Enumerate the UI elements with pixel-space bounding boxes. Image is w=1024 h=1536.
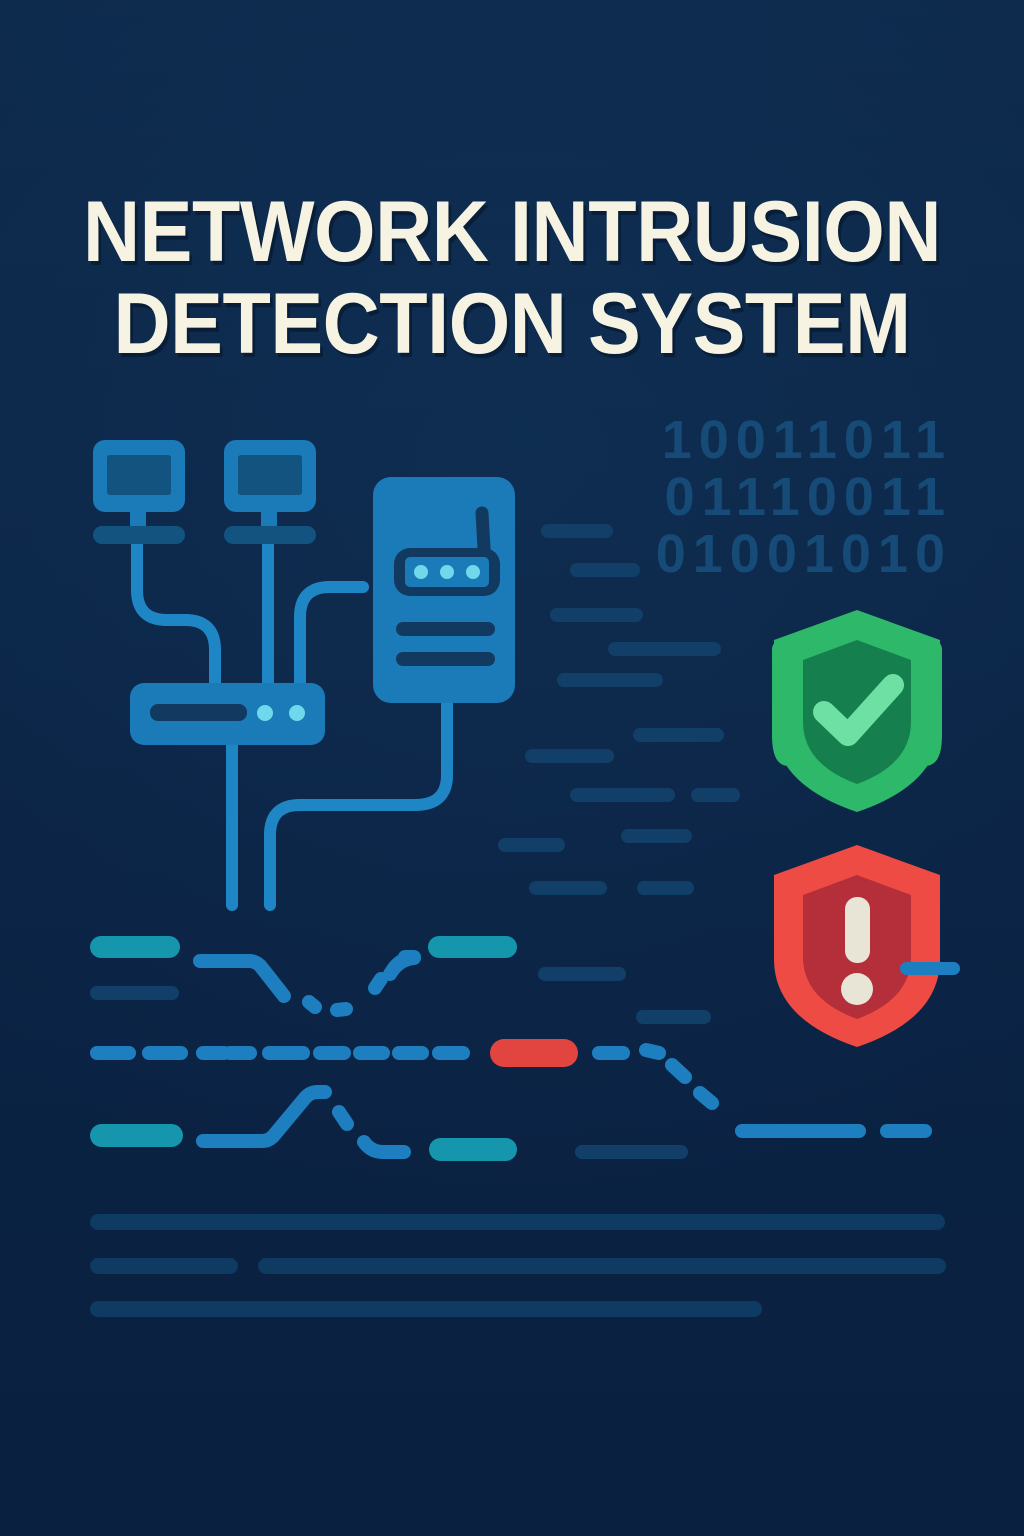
flow-dash <box>302 995 322 1014</box>
log-line <box>637 881 694 895</box>
flow-dash <box>639 1043 666 1060</box>
log-line <box>570 563 640 577</box>
log-line <box>575 1145 688 1159</box>
flow-segment <box>357 1135 411 1159</box>
flow-dash <box>90 1046 136 1060</box>
workstation-2 <box>224 440 316 544</box>
title-line-2: DETECTION SYSTEM <box>113 276 911 372</box>
log-line <box>550 608 643 622</box>
workstation-1 <box>93 440 185 544</box>
flow-baseline-bar <box>90 1124 183 1147</box>
log-line <box>529 881 607 895</box>
server-indicator-2 <box>440 565 454 579</box>
binary-row-2: 01110011 <box>664 467 952 527</box>
flow-dash <box>432 1046 470 1060</box>
binary-row-1: 10011011 <box>661 410 952 470</box>
binary-row-3: 01001010 <box>655 524 952 584</box>
flow-dash <box>592 1046 630 1060</box>
anomaly-marker[interactable] <box>490 1039 578 1067</box>
flow-segment <box>880 1124 932 1138</box>
flow-segment <box>383 951 421 981</box>
flow-baseline-bar <box>90 936 180 958</box>
log-line <box>90 986 179 1000</box>
network-switch <box>130 683 325 745</box>
exclamation-icon-bar <box>845 897 870 963</box>
flow-dash <box>223 1046 257 1060</box>
network-cables <box>131 539 453 911</box>
switch-indicator-1 <box>257 705 273 721</box>
cable-switch-to-server <box>264 697 453 911</box>
title-line-1: NETWORK INTRUSION <box>82 184 942 280</box>
flow-dash <box>353 1046 390 1060</box>
secure-shield[interactable] <box>772 610 942 812</box>
flow-dash <box>665 1058 692 1084</box>
footer-line <box>90 1258 238 1274</box>
binary-overlay: 10011011 01110011 01001010 <box>656 412 952 583</box>
flow-dash <box>330 1002 353 1017</box>
server-panel <box>373 477 515 703</box>
flow-dash <box>196 1046 231 1060</box>
flow-segment <box>196 1085 332 1148</box>
footer-line <box>90 1301 762 1317</box>
footer-line <box>258 1258 946 1274</box>
flow-dash <box>368 972 388 995</box>
log-line <box>633 728 724 742</box>
log-line <box>608 642 721 656</box>
log-line <box>525 749 614 763</box>
flow-segment <box>900 962 960 975</box>
page-title: NETWORK INTRUSION DETECTION SYSTEM <box>0 186 1024 370</box>
cable-server-link-upper <box>294 581 369 689</box>
log-line <box>538 967 626 981</box>
check-icon <box>813 674 904 746</box>
alert-shield[interactable] <box>774 845 940 1047</box>
log-line <box>636 1010 711 1024</box>
flow-segment <box>735 1124 866 1138</box>
flow-dash <box>693 1086 719 1110</box>
server-indicator-1 <box>414 565 428 579</box>
log-line <box>691 788 740 802</box>
flow-segment <box>193 954 291 1003</box>
flow-dash <box>332 1105 354 1131</box>
flow-dash <box>392 1046 429 1060</box>
server-indicator-3 <box>466 565 480 579</box>
footer-line <box>90 1214 945 1230</box>
flow-dash <box>262 1046 310 1060</box>
flow-dash <box>313 1046 351 1060</box>
log-line <box>498 838 565 852</box>
flow-dash <box>142 1046 188 1060</box>
flow-baseline-bar <box>429 1138 517 1161</box>
switch-indicator-2 <box>289 705 305 721</box>
log-line <box>541 524 613 538</box>
log-line <box>621 829 692 843</box>
log-line <box>557 673 663 687</box>
flow-baseline-bar <box>428 936 517 958</box>
log-line <box>570 788 675 802</box>
cable-workstation-1 <box>131 539 221 689</box>
exclamation-icon-dot <box>841 973 873 1005</box>
